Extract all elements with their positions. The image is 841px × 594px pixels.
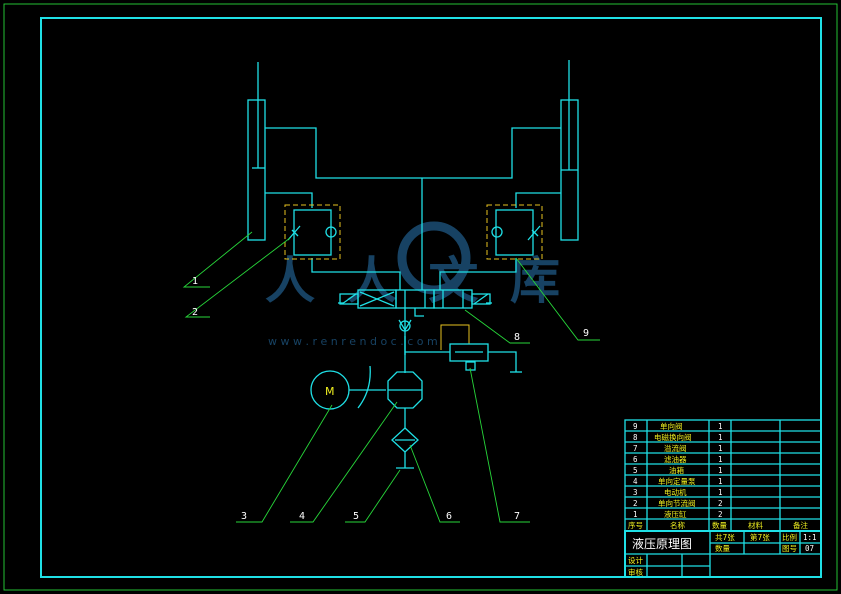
parts-row-qty: 1 (718, 422, 723, 431)
parts-row-qty: 2 (718, 510, 723, 519)
callout-9: 9 (583, 328, 589, 339)
title-block: 液压原理图 共7张 第7张 比例 1:1 数量 图号 07 设计 审核 (624, 530, 822, 578)
filter (391, 427, 419, 453)
callout-7: 7 (514, 511, 520, 522)
throttle-check-valve-right (486, 204, 543, 260)
pipe-network (265, 127, 561, 468)
scale-label: 比例 (782, 532, 797, 542)
drawing-number-value: 07 (805, 544, 814, 553)
drawing-number-label: 图号 (782, 544, 797, 553)
parts-header-no: 序号 (628, 520, 643, 530)
parts-table: 9 单向阀 1 8 电磁换向阀 1 7 溢流阀 1 6 滤油器 1 5 油箱 1… (624, 419, 822, 532)
directional-valve (338, 289, 492, 317)
watermark-url: w w w . r e n r e n d o c . c o m (268, 335, 438, 348)
parts-row-name: 油箱 (669, 465, 684, 475)
inner-frame (40, 17, 822, 578)
parts-row-qty: 1 (718, 488, 723, 497)
watermark: 人人文库 w w w . r e n r e n d o c . c o m (265, 221, 560, 348)
parts-row-no: 5 (633, 466, 638, 475)
quantity-label: 数量 (715, 543, 730, 553)
callout-3: 3 (241, 511, 247, 522)
parts-row-name: 电动机 (664, 487, 687, 497)
reviewer-label: 审核 (628, 567, 643, 577)
drawing-title: 液压原理图 (632, 536, 692, 551)
parts-header-material: 材料 (748, 520, 763, 530)
parts-row-qty: 2 (718, 499, 723, 508)
cylinder-right (560, 60, 579, 241)
parts-row-no: 8 (633, 433, 638, 442)
designer-label: 设计 (628, 555, 643, 565)
parts-row-no: 1 (633, 510, 638, 519)
callout-5: 5 (353, 511, 359, 522)
motor-label: M (325, 385, 335, 398)
parts-row-no: 2 (633, 499, 638, 508)
parts-row-name: 单向阀 (660, 421, 683, 431)
callout-8: 8 (514, 332, 520, 343)
parts-header-remark: 备注 (793, 520, 808, 530)
parts-row-qty: 1 (718, 455, 723, 464)
callout-6: 6 (446, 511, 452, 522)
callout-1: 1 (192, 276, 198, 287)
parts-row-name: 单向节流阀 (658, 498, 696, 508)
outer-frame (3, 3, 838, 591)
parts-row-name: 液压缸 (664, 509, 687, 519)
parts-row-no: 9 (633, 422, 638, 431)
parts-row-no: 3 (633, 488, 638, 497)
parts-row-no: 6 (633, 455, 638, 464)
parts-row-qty: 1 (718, 466, 723, 475)
sheet-number-label: 第7张 (750, 532, 770, 542)
leader-lines (182, 231, 600, 523)
parts-row-name: 滤油器 (664, 454, 687, 464)
electric-motor: M (310, 365, 386, 410)
parts-row-name: 电磁换向阀 (654, 432, 692, 442)
cylinder-left (247, 62, 266, 241)
parts-row-name: 单向定量泵 (658, 476, 696, 486)
parts-row-qty: 1 (718, 433, 723, 442)
hydraulic-pump (387, 371, 423, 409)
parts-row-qty: 1 (718, 477, 723, 486)
relief-valve (440, 324, 489, 371)
parts-row-no: 7 (633, 444, 638, 453)
callout-4: 4 (299, 511, 305, 522)
parts-header-name: 名称 (670, 520, 685, 530)
parts-row-qty: 1 (718, 444, 723, 453)
parts-header-qty: 数量 (712, 520, 727, 530)
check-valve (398, 319, 412, 332)
sheets-total-label: 共7张 (715, 533, 735, 542)
parts-row-name: 溢流阀 (664, 443, 687, 453)
throttle-check-valve-left (284, 204, 341, 260)
scale-value: 1:1 (803, 533, 817, 542)
callout-2: 2 (192, 307, 198, 318)
parts-row-no: 4 (633, 477, 638, 486)
